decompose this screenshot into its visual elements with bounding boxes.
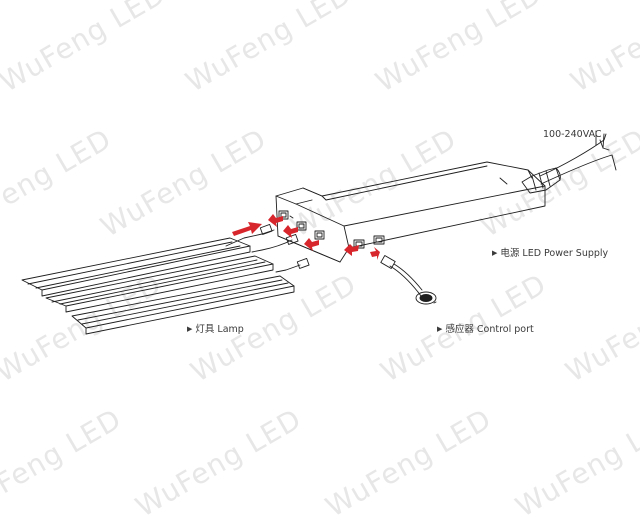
- arrow-icon: [370, 247, 380, 260]
- lamp-bar-2: [45, 255, 274, 313]
- output-ports: [278, 210, 385, 249]
- lamp-label: ▶灯具 Lamp: [187, 321, 244, 335]
- marker-icon: ▶: [187, 325, 193, 333]
- lamp-connector-cables: [225, 224, 310, 273]
- sensor-cable: [380, 255, 423, 293]
- power-supply-label: ▶电源 LED Power Supply: [492, 245, 608, 259]
- input-voltage-label: 100-240VAC: [543, 129, 602, 140]
- connection-arrows: [232, 214, 380, 260]
- sensor-head: [415, 291, 437, 305]
- arrow-icon: [268, 214, 283, 227]
- power-supply-box: [275, 161, 546, 263]
- marker-icon: ▶: [437, 325, 443, 333]
- control-port-label-text: 感应器 Control port: [445, 324, 534, 335]
- ac-input-cable: [539, 130, 617, 185]
- arrow-icon: [304, 238, 319, 251]
- wiring-diagram: [21, 130, 617, 335]
- marker-icon: ▶: [492, 249, 498, 257]
- arrow-icon: [344, 244, 359, 256]
- lamp-label-text: 灯具 Lamp: [195, 324, 244, 335]
- lamp-bar-3: [71, 275, 295, 335]
- arrow-icon: [283, 225, 298, 238]
- power-supply-label-text: 电源 LED Power Supply: [500, 248, 609, 259]
- control-port-label: ▶感应器 Control port: [437, 321, 534, 335]
- arrow-icon: [232, 222, 262, 236]
- ac-plug: [521, 167, 561, 194]
- lamp-bar-1: [21, 237, 251, 297]
